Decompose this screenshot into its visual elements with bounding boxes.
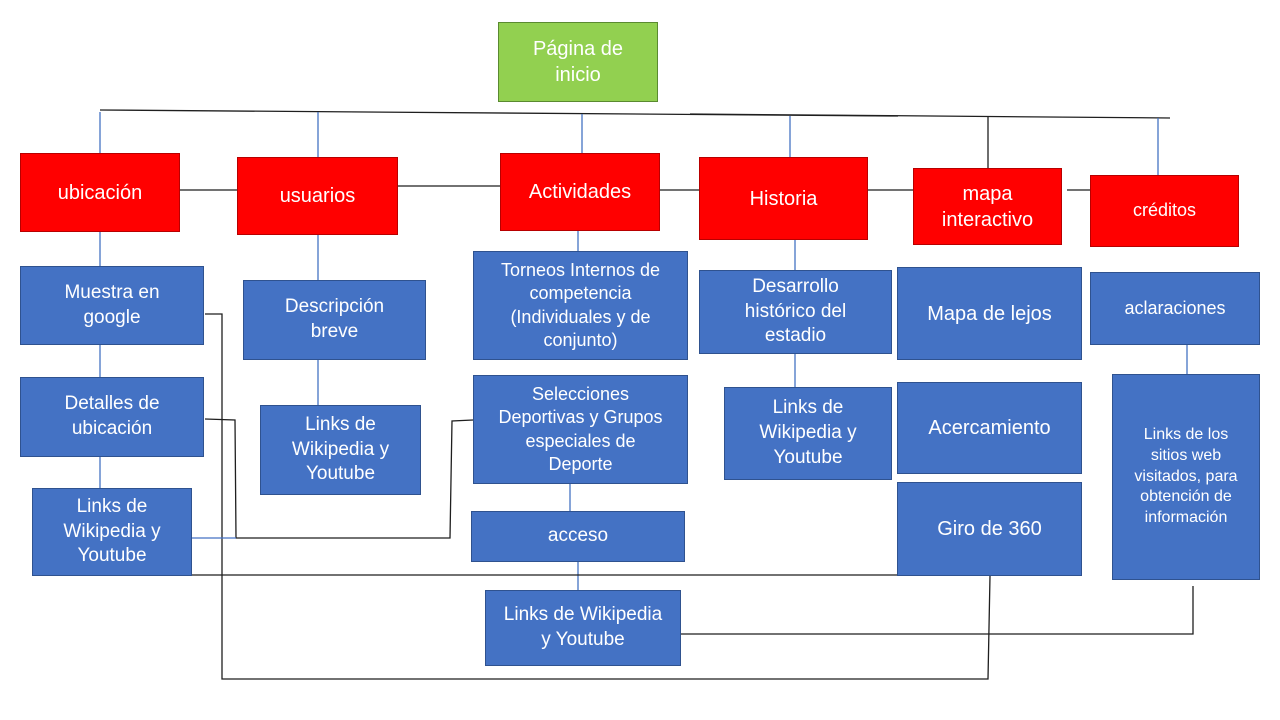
detail-node-links-actividades[interactable]: Links de Wikipedia y Youtube: [485, 590, 681, 666]
section-node-ubicacion[interactable]: ubicación: [20, 153, 180, 232]
detail-node-torneos-internos[interactable]: Torneos Internos de competencia (Individ…: [473, 251, 688, 360]
detail-node-selecciones-deportivas[interactable]: Selecciones Deportivas y Grupos especial…: [473, 375, 688, 484]
detail-node-links-usuarios[interactable]: Links de Wikipedia y Youtube: [260, 405, 421, 495]
section-node-mapa-interactivo[interactable]: mapa interactivo: [913, 168, 1062, 245]
detail-node-links-sitios-web[interactable]: Links de los sitios web visitados, para …: [1112, 374, 1260, 580]
detail-node-muestra-en-google[interactable]: Muestra en google: [20, 266, 204, 345]
link-muestra-giro: [205, 313, 991, 680]
detail-node-descripcion-breve[interactable]: Descripción breve: [243, 280, 426, 360]
root-node-pagina-de-inicio[interactable]: Página de inicio: [498, 22, 658, 102]
link-detalles-selecciones: [204, 418, 474, 539]
section-node-creditos[interactable]: créditos: [1090, 175, 1239, 247]
detail-node-detalles-de-ubicacion[interactable]: Detalles de ubicación: [20, 377, 204, 457]
detail-node-desarrollo-historico[interactable]: Desarrollo histórico del estadio: [699, 270, 892, 354]
detail-node-aclaraciones[interactable]: aclaraciones: [1090, 272, 1260, 345]
detail-node-links-historia[interactable]: Links de Wikipedia y Youtube: [724, 387, 892, 480]
link-wikipedia-creditos: [681, 586, 1194, 635]
detail-node-acercamiento[interactable]: Acercamiento: [897, 382, 1082, 474]
detail-node-acceso[interactable]: acceso: [471, 511, 685, 562]
section-node-historia[interactable]: Historia: [699, 157, 868, 240]
detail-node-links-ubicacion[interactable]: Links de Wikipedia y Youtube: [32, 488, 192, 576]
detail-node-mapa-de-lejos[interactable]: Mapa de lejos: [897, 267, 1082, 360]
section-node-actividades[interactable]: Actividades: [500, 153, 660, 231]
detail-node-giro-de-360[interactable]: Giro de 360: [897, 482, 1082, 576]
section-node-usuarios[interactable]: usuarios: [237, 157, 398, 235]
top-bus-line-right: [689, 113, 1171, 119]
